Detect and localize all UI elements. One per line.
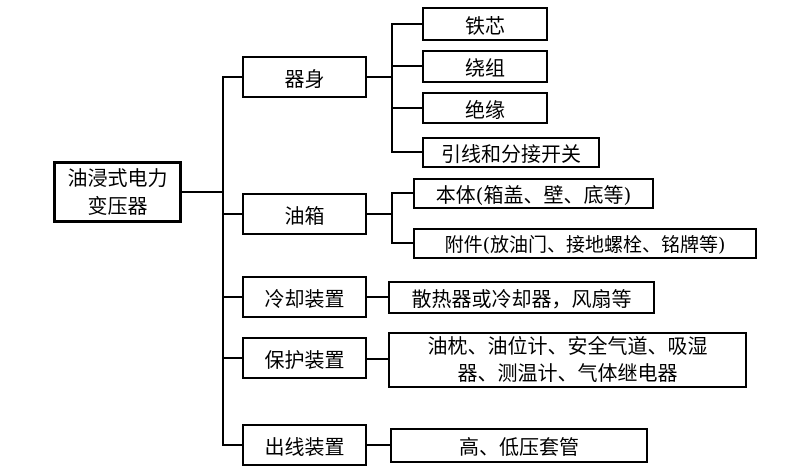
- connector-youxiang-out: [365, 213, 393, 215]
- connector-qishen-subtrunk: [391, 23, 393, 153]
- node-root-line1: 油浸式电力: [67, 166, 168, 190]
- node-jueyuan: 绝缘: [422, 92, 548, 124]
- node-chuxian-label: 出线装置: [264, 434, 345, 459]
- connector-lengque-out: [365, 296, 390, 298]
- node-qishen-label: 器身: [284, 66, 325, 91]
- node-benti: 本体(箱盖、壁、底等): [413, 178, 654, 209]
- node-tiexin: 铁芯: [422, 7, 548, 41]
- node-yinxian-fenjie-kaiguan: 引线和分接开关: [422, 137, 600, 168]
- node-baohu-components-line1: 油枕、油位计、安全气道、吸湿: [427, 334, 708, 358]
- node-baohu-components: 油枕、油位计、安全气道、吸湿 器、测温计、气体继电器: [388, 332, 747, 388]
- connector-trunk-to-baohu: [222, 357, 244, 359]
- node-raozu-label: 绕组: [465, 56, 505, 80]
- connector-to-raozu: [391, 65, 424, 67]
- node-chuxian-zhuangzhi: 出线装置: [242, 424, 367, 466]
- node-raozu: 绕组: [422, 50, 548, 83]
- node-benti-label: 本体(箱盖、壁、底等): [435, 183, 632, 207]
- node-root-line2: 变压器: [87, 194, 148, 218]
- node-baohu-zhuangzhi: 保护装置: [242, 337, 367, 379]
- node-sanreqi: 散热器或冷却器，风扇等: [388, 281, 655, 314]
- node-root-transformer: 油浸式电力 变压器: [53, 161, 182, 223]
- node-taoguan: 高、低压套管: [390, 428, 648, 463]
- node-baohu-label: 保护装置: [264, 347, 345, 372]
- node-lengque-zhuangzhi: 冷却装置: [242, 276, 367, 318]
- node-fujian: 附件(放油门、接地螺栓、铭牌等): [413, 228, 757, 259]
- node-jueyuan-label: 绝缘: [465, 97, 505, 122]
- node-fujian-label: 附件(放油门、接地螺栓、铭牌等): [444, 234, 726, 256]
- node-qishen: 器身: [242, 56, 367, 98]
- connector-chuxian-out: [365, 444, 392, 446]
- connector-to-benti: [391, 192, 415, 194]
- connector-baohu-out: [365, 358, 390, 360]
- connector-qishen-out: [365, 76, 393, 78]
- connector-to-jueyuan: [391, 107, 424, 109]
- connector-trunk-to-lengque: [222, 296, 244, 298]
- node-yinxian-label: 引线和分接开关: [441, 142, 581, 166]
- connector-to-tiexin: [391, 23, 424, 25]
- connector-trunk-to-qishen: [222, 76, 244, 78]
- node-lengque-label: 冷却装置: [264, 286, 345, 311]
- node-tiexin-label: 铁芯: [465, 13, 505, 38]
- connector-trunk-to-youxiang: [222, 213, 244, 215]
- node-sanreqi-label: 散热器或冷却器，风扇等: [411, 287, 632, 311]
- connector-root-to-trunk: [182, 191, 224, 193]
- connector-main-trunk: [222, 76, 224, 446]
- connector-to-fujian: [391, 242, 415, 244]
- node-youxiang: 油箱: [242, 193, 367, 235]
- connector-to-yinxian: [391, 151, 424, 153]
- node-youxiang-label: 油箱: [284, 203, 325, 228]
- node-baohu-components-line2: 器、测温计、气体继电器: [457, 361, 678, 385]
- connector-youxiang-subtrunk: [391, 192, 393, 244]
- node-taoguan-label: 高、低压套管: [459, 435, 579, 459]
- connector-trunk-to-chuxian: [222, 444, 244, 446]
